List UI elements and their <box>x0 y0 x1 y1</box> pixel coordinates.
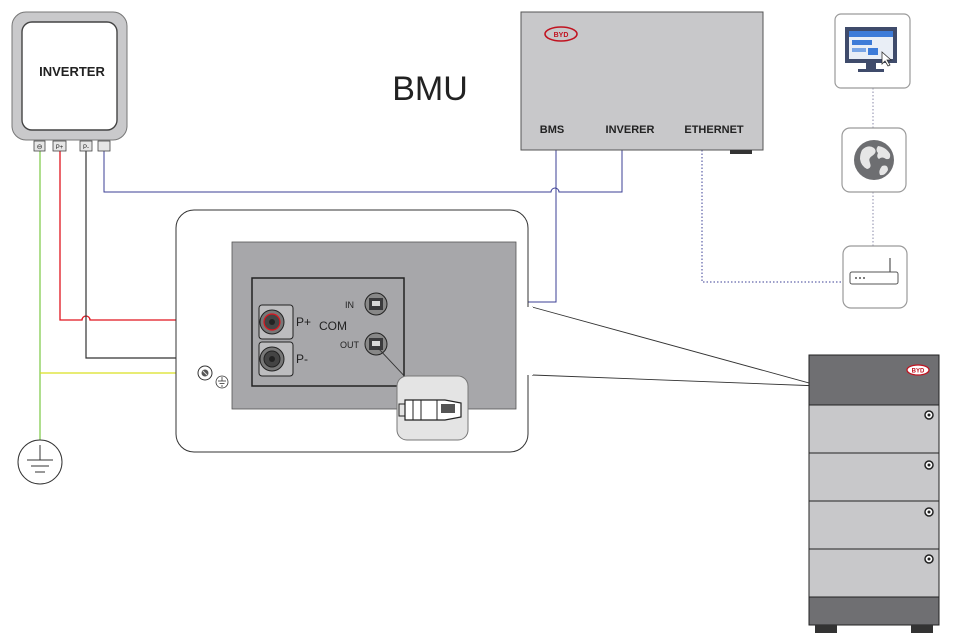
panel-ground-mark-icon <box>215 375 229 389</box>
battery-brand-text: BYD <box>912 369 925 375</box>
battery-bmu-module <box>808 354 940 406</box>
battery-module-2 <box>808 452 940 502</box>
bmu-port-inverter-label: INVERER <box>606 124 655 136</box>
inverter-com-port <box>97 140 111 152</box>
connector-p-minus-label: P- <box>296 352 308 366</box>
inverter-com-cable <box>103 150 623 193</box>
inverter-positive-terminal <box>52 140 67 152</box>
inverter-ground-terminal <box>33 140 46 152</box>
battery-module-4 <box>808 548 940 598</box>
battery-brand-logo: BYD <box>906 364 930 376</box>
globe-icon <box>841 127 907 193</box>
inverter-terminals: ⊖ P+ P- <box>33 140 111 152</box>
port-in-label: IN <box>345 300 354 310</box>
inverter-positive-terminal-label: P+ <box>56 145 64 151</box>
bmu-port-bms-label: BMS <box>540 124 564 136</box>
positive-power-connector <box>258 304 294 340</box>
battery-foot-right <box>911 625 933 633</box>
battery-module-indicators <box>924 410 934 564</box>
router-icon <box>842 245 908 309</box>
port-out-label: OUT <box>340 340 360 350</box>
com-out-port <box>364 332 388 356</box>
positive-power-wire <box>59 150 268 321</box>
bmu-unit: BYD BMS INVERER ETHERNET <box>520 11 764 154</box>
connector-p-plus-label: P+ <box>296 315 311 329</box>
inverter-unit: INVERTER ⊖ P+ P- <box>11 11 128 152</box>
negative-power-connector <box>258 341 294 377</box>
ethernet-cable <box>701 150 843 283</box>
com-in-port <box>364 292 388 316</box>
computer-icon <box>834 13 911 89</box>
bmu-title: BMU <box>392 70 468 108</box>
battery-base <box>808 596 940 626</box>
battery-module-3 <box>808 500 940 550</box>
callout-line-top <box>531 306 821 387</box>
callout-line-bottom <box>531 374 821 387</box>
bmu-brand-text: BYD <box>554 32 569 39</box>
ground-symbol-icon <box>17 439 63 485</box>
battery-connection-panel-callout: P+ P- COM IN OUT <box>175 209 821 453</box>
rj45-connector-icon <box>396 375 469 441</box>
battery-stack: BYD <box>808 354 940 633</box>
inverter-negative-terminal-label: P- <box>83 145 89 151</box>
ground-terminal-glyph: ⊖ <box>37 144 43 151</box>
battery-foot-left <box>815 625 837 633</box>
inverter-label: INVERTER <box>39 64 105 79</box>
battery-module-1 <box>808 404 940 454</box>
bmu-port-ethernet-label: ETHERNET <box>684 124 744 136</box>
com-label: COM <box>319 319 347 333</box>
panel-ground-screw <box>197 365 213 381</box>
bmu-brand-logo: BYD <box>544 26 578 42</box>
inverter-negative-terminal <box>79 140 93 152</box>
